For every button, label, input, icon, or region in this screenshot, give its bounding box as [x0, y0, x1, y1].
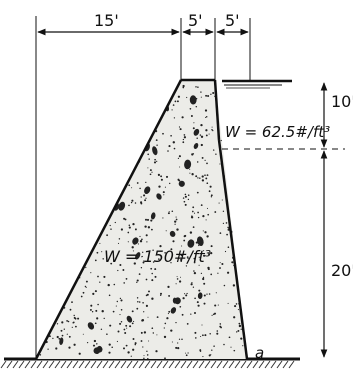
water-weight-label: W = 62.5#/ft³ [225, 123, 330, 141]
dim-right-lower: 20' [331, 261, 353, 280]
dim-top-right: 5' [225, 11, 240, 30]
water-surface [222, 79, 292, 89]
dim-top-left: 15' [94, 11, 119, 30]
dim-right-upper: 10' [331, 92, 353, 111]
concrete-weight-label: W = 150#/ft³ [104, 247, 211, 266]
dam-body [34, 78, 249, 360]
dim-top-mid: 5' [188, 11, 203, 30]
point-a-label: a [255, 344, 264, 362]
top-dimensions [35, 16, 251, 359]
